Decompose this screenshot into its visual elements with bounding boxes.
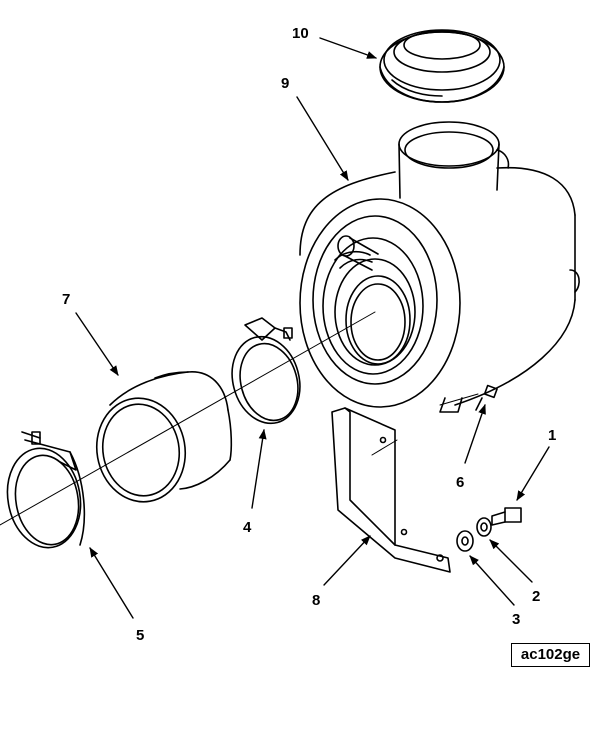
rubber-connector-part [95,371,233,503]
air-cleaner-housing-part [299,121,580,413]
dust-cap-part [379,29,505,103]
callout-8: 8 [312,592,320,609]
leader-arrow-9 [296,96,349,181]
mounting-bracket-part [331,407,451,573]
assembly-center-line [0,311,479,526]
leader-arrows [75,37,550,619]
callout-4: 4 [243,519,252,536]
leader-arrow-10 [319,37,377,59]
leader-arrow-2 [489,539,533,583]
cap-screw-part [491,507,522,526]
hose-clamp-small-part [231,317,301,425]
leader-arrow-3 [469,555,515,606]
leader-arrow-5 [89,547,134,619]
callout-6: 6 [456,474,464,491]
diagram-reference-code: ac102ge [511,643,590,667]
leader-arrow-6 [464,404,486,464]
callout-3: 3 [512,611,520,628]
lock-washer-part [476,517,492,537]
leader-arrow-4 [251,429,267,509]
callout-7: 7 [62,291,70,308]
callout-5: 5 [136,627,144,644]
leader-arrow-8 [323,535,371,586]
cap-screw-small-part [475,384,498,411]
hose-clamp-large-part [6,431,86,549]
callout-9: 9 [281,75,289,92]
leader-arrow-7 [75,312,119,376]
callout-2: 2 [532,588,540,605]
callout-1: 1 [548,427,556,444]
leader-arrow-1 [516,446,550,501]
flat-washer-part [456,530,474,552]
callout-10: 10 [292,25,309,42]
